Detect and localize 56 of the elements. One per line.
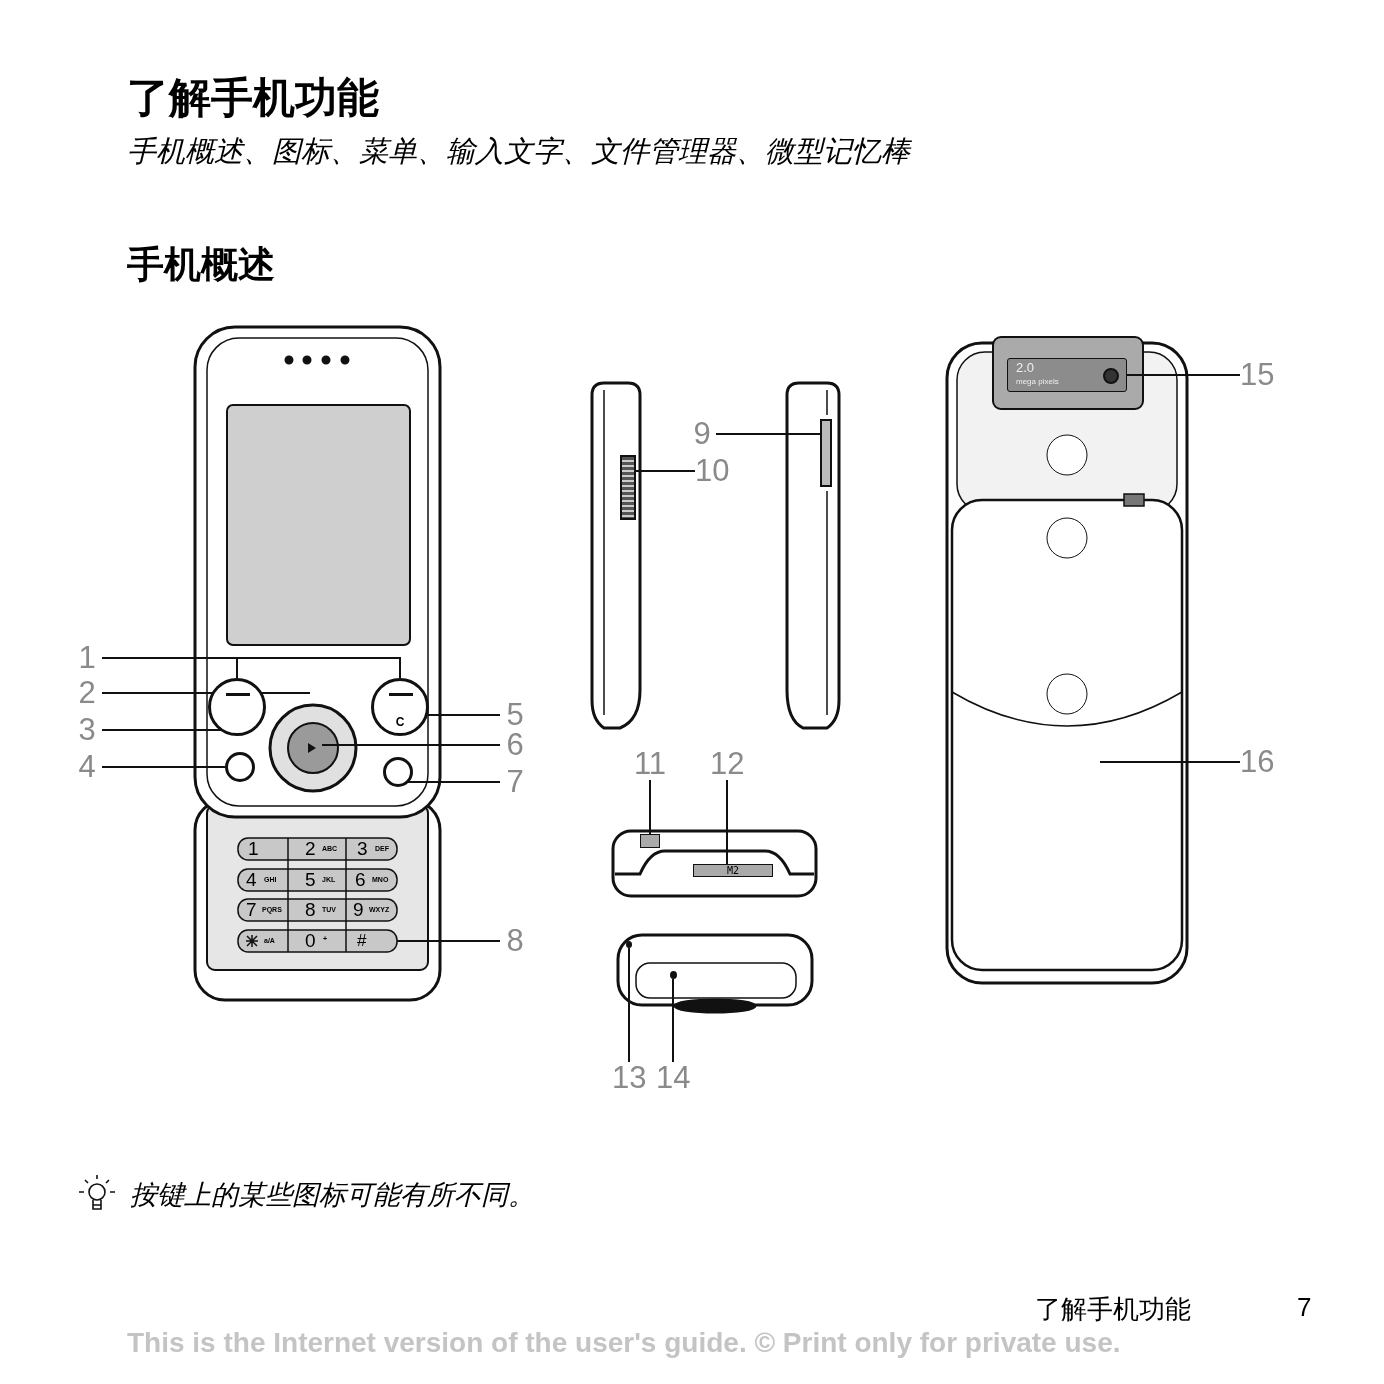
- side-connector: [620, 455, 636, 520]
- key-number: 3: [357, 839, 368, 859]
- leader-line: [101, 657, 401, 679]
- callout-number: 4: [72, 751, 102, 783]
- key-number: 1: [248, 839, 259, 859]
- callout-number: 12: [710, 748, 744, 780]
- hash-key: #: [346, 930, 397, 952]
- leader-line: [628, 947, 630, 1063]
- power-button: [640, 834, 660, 848]
- footer-text: 了解手机功能: [1035, 1293, 1191, 1326]
- callout-number: 14: [656, 1062, 690, 1094]
- callout-number: 10: [695, 455, 729, 487]
- callout-number: 6: [500, 729, 530, 761]
- microphone-hole: [669, 971, 677, 979]
- leader-line: [649, 779, 651, 835]
- subtitle: 手机概述、图标、菜单、输入文字、文件管理器、微型记忆棒: [127, 134, 913, 169]
- leader-line: [321, 744, 501, 746]
- key-number: 6: [355, 870, 366, 890]
- key-number: 8: [305, 900, 316, 920]
- leader-line: [726, 779, 728, 865]
- section-heading: 手机概述: [127, 243, 275, 287]
- camera-text: mega pixels: [1016, 377, 1059, 386]
- key-number: 7: [246, 900, 257, 920]
- callout-number: 5: [500, 699, 530, 731]
- key-number: 0: [305, 931, 316, 951]
- key-number: 2: [305, 839, 316, 859]
- callout-number: 13: [612, 1062, 646, 1094]
- microphone-hole: [626, 941, 632, 948]
- page-number: 7: [1297, 1292, 1312, 1323]
- leader-line: [408, 781, 501, 783]
- callout-number: 1: [72, 642, 102, 674]
- leader-line: [426, 714, 501, 716]
- leader-line: [715, 433, 822, 435]
- page-title: 了解手机功能: [127, 73, 379, 123]
- key-number: 9: [353, 900, 364, 920]
- leader-line: [635, 470, 696, 473]
- callout-number: 7: [500, 766, 530, 798]
- callout-number: 16: [1240, 746, 1274, 778]
- callout-number: 8: [500, 925, 530, 957]
- leader-line: [396, 940, 501, 942]
- callout-number: 9: [688, 418, 716, 450]
- leader-line: [672, 978, 674, 1063]
- camera-text: 2.0: [1016, 360, 1035, 375]
- camera-window: [1007, 358, 1127, 392]
- callout-number: 15: [1240, 359, 1274, 391]
- callout-number: 3: [72, 714, 102, 746]
- callout-number: 2: [72, 677, 102, 709]
- memory-card-slot: M2: [693, 864, 773, 877]
- key-number: 4: [246, 870, 257, 890]
- leader-line: [1099, 761, 1241, 763]
- footer-note: This is the Internet version of the user's guide. © Print only for private use.: [127, 1327, 1121, 1359]
- tip-text: 按键上的某些图标可能有所不同。: [130, 1179, 535, 1212]
- callout-number: 11: [633, 748, 667, 780]
- leader-line: [101, 766, 226, 768]
- key-number: 5: [305, 870, 316, 890]
- camera-lens: [1103, 368, 1119, 384]
